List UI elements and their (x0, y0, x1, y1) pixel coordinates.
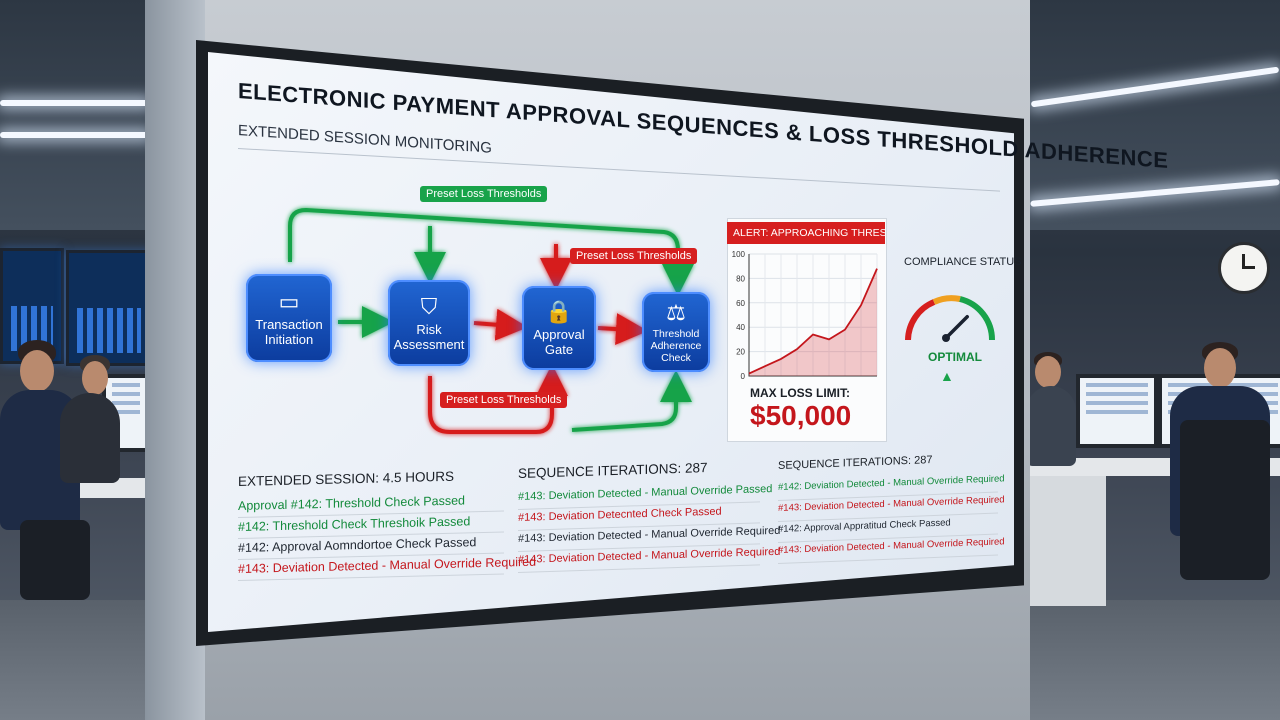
chart-y-tick: 0 (741, 372, 746, 381)
node-label: Risk Assessment (388, 322, 470, 352)
gauge-needle (946, 317, 967, 338)
tag-preset-loss-thresholds: Preset Loss Thresholds (570, 248, 697, 264)
chart-y-tick: 20 (736, 348, 745, 357)
node-transaction-initiation[interactable]: ▭ Transaction Initiation (246, 274, 332, 362)
lock-icon: 🔒 (545, 299, 572, 325)
node-risk-assessment[interactable]: ⛉ Risk Assessment (388, 280, 470, 366)
compliance-status: OPTIMAL (928, 350, 982, 364)
compliance-label: COMPLIANCE STATUS (904, 256, 1022, 268)
compliance-gauge (900, 278, 1000, 348)
node-label: Threshold Adherence Check (642, 328, 710, 364)
chart-y-tick: 60 (736, 299, 745, 308)
scales-icon: ⚖ (666, 300, 686, 326)
node-approval-gate[interactable]: 🔒 Approval Gate (522, 286, 596, 370)
node-threshold-adherence-check[interactable]: ⚖ Threshold Adherence Check (642, 292, 710, 372)
alert-banner: ALERT: APPROACHING THRESHOLD (727, 222, 885, 244)
log-column-iterations: SEQUENCE ITERATIONS: 287 #143: Deviation… (518, 458, 760, 573)
chart-y-tick: 80 (736, 274, 745, 283)
tag-preset-loss-thresholds: Preset Loss Thresholds (440, 392, 567, 408)
max-loss-label: MAX LOSS LIMIT: (750, 386, 850, 400)
max-loss-value: $50,000 (750, 400, 851, 432)
loss-chart: 100 80 60 40 20 0 (727, 246, 887, 386)
gauge-red-segment (908, 302, 934, 340)
node-label: Transaction Initiation (246, 317, 332, 347)
log-column-iterations-2: SEQUENCE ITERATIONS: 287 #142: Deviation… (778, 452, 998, 564)
chart-y-tick: 100 (732, 250, 746, 259)
chart-y-tick: 40 (736, 323, 745, 332)
node-label: Approval Gate (522, 327, 596, 357)
warning-icon: ▲ (940, 368, 954, 384)
log-column-session: EXTENDED SESSION: 4.5 HOURS Approval #14… (238, 467, 504, 581)
tag-preset-loss-thresholds: Preset Loss Thresholds (420, 186, 547, 202)
credit-card-icon: ▭ (279, 289, 300, 315)
shield-check-icon: ⛉ (421, 294, 438, 320)
gauge-amber-segment (934, 298, 960, 302)
